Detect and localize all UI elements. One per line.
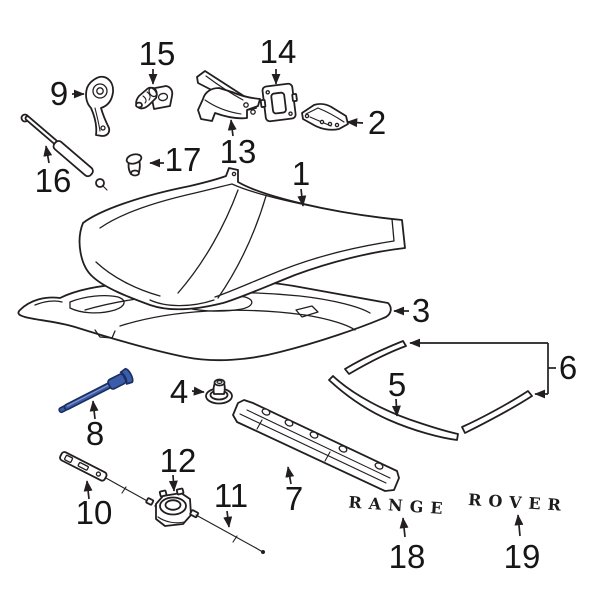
callout-8-label: 8 — [86, 415, 104, 452]
part-12-hood-latch — [155, 487, 192, 527]
callout-14: 14 — [260, 33, 297, 85]
part-5-front-hood-seal — [328, 375, 459, 441]
part-17-retainer-clip — [125, 153, 143, 177]
callout-13-arrow — [227, 119, 237, 137]
part-14-hinge-plate — [259, 82, 298, 123]
callout-7-arrow — [285, 466, 295, 485]
callout-18-arrow — [399, 517, 409, 538]
callout-5: 5 — [388, 366, 406, 417]
part-7-cowl-vent-panel — [232, 399, 400, 492]
callout-14-label: 14 — [260, 33, 297, 70]
callout-4: 4 — [170, 373, 205, 410]
part-1-hood-panel — [78, 167, 406, 311]
callout-12: 12 — [160, 442, 197, 492]
callout-9: 9 — [50, 75, 85, 112]
callout-11: 11 — [214, 477, 248, 528]
rod-highlight-line — [66, 384, 109, 407]
callout-16-arrow — [43, 145, 53, 164]
callout-18: 18 — [389, 517, 426, 575]
callout-13: 13 — [220, 119, 257, 170]
part-6-side-hood-seals — [344, 340, 533, 434]
callout-10-label: 10 — [76, 494, 113, 531]
callout-8: 8 — [86, 400, 104, 452]
callout-2-arrow — [346, 118, 364, 128]
part-19-rover-emblem: ROVER — [468, 490, 569, 515]
callout-6: 6 — [409, 338, 577, 399]
callout-17: 17 — [149, 141, 202, 178]
callout-4-arrow — [191, 386, 205, 396]
callout-2-label: 2 — [368, 104, 386, 141]
callout-16: 16 — [35, 145, 72, 199]
callout-11-label: 11 — [214, 477, 248, 514]
callout-19-label: 19 — [504, 538, 541, 575]
part-16-lift-support-strut — [20, 113, 108, 191]
part-11-release-cable-rear — [189, 509, 265, 554]
callout-19-arrow — [514, 514, 524, 537]
callout-5-label: 5 — [388, 366, 406, 403]
part-10-release-cable-front — [59, 451, 158, 508]
part-9-strut-bracket — [85, 75, 114, 137]
callout-1: 1 — [292, 155, 310, 207]
part-13-hood-hinge — [196, 70, 261, 122]
callout-10-arrow — [83, 480, 93, 500]
callout-16-label: 16 — [35, 162, 72, 199]
part-8-hood-support-rod-highlighted — [58, 367, 134, 414]
part-4-hood-bumper — [205, 378, 233, 405]
part-15-bump-stop — [135, 85, 174, 110]
callout-12-arrow — [168, 474, 178, 492]
callout-4-label: 4 — [170, 373, 188, 410]
callout-7: 7 — [285, 466, 303, 517]
callout-12-label: 12 — [160, 442, 197, 479]
callout-9-label: 9 — [50, 75, 68, 112]
callout-18-label: 18 — [389, 538, 426, 575]
callout-1-arrow — [297, 188, 307, 207]
callout-11-arrow — [223, 510, 233, 528]
callout-10: 10 — [76, 480, 113, 531]
callout-17-label: 17 — [165, 141, 202, 178]
callout-15: 15 — [139, 35, 176, 85]
rod-end-cap — [119, 367, 134, 385]
callout-5-arrow — [391, 398, 401, 417]
callout-8-arrow — [89, 400, 99, 420]
callout-1-label: 1 — [292, 155, 310, 192]
callout-3-label: 3 — [412, 292, 430, 329]
callout-19: 19 — [504, 514, 541, 575]
rod-grip — [107, 373, 127, 390]
part-18-range-emblem: RANGE — [348, 492, 450, 518]
callout-15-label: 15 — [139, 35, 176, 72]
callout-6-label: 6 — [559, 349, 577, 386]
callout-13-label: 13 — [220, 133, 257, 170]
callout-2: 2 — [346, 104, 386, 141]
part-2-hinge-support-bracket — [301, 103, 349, 131]
callout-3: 3 — [393, 292, 430, 329]
callout-7-label: 7 — [285, 480, 303, 517]
